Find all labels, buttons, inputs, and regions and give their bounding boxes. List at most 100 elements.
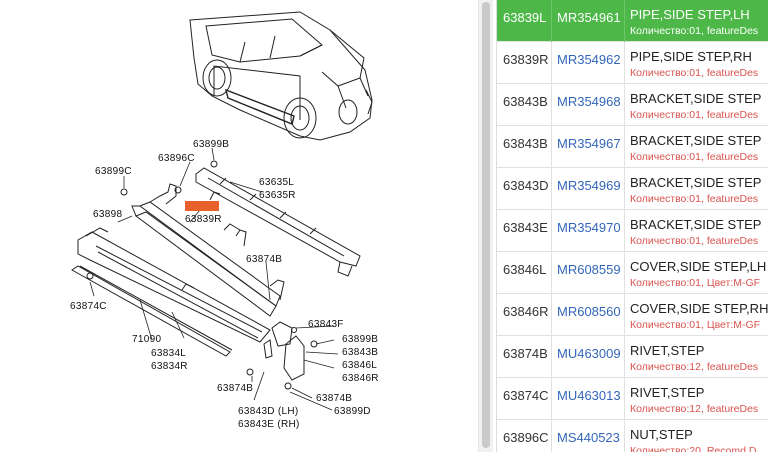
callout-label[interactable]: 63635L bbox=[259, 177, 295, 188]
part-code: 63846R bbox=[497, 294, 552, 336]
part-code: 63843E bbox=[497, 210, 552, 252]
part-meta: Количество:01, Цвет:M-GF bbox=[630, 319, 761, 331]
part-number-link[interactable]: MU463013 bbox=[552, 378, 625, 420]
callout-label[interactable]: 63899C bbox=[95, 166, 132, 177]
part-description-cell: COVER,SIDE STEP,LH Количество:01, Цвет:M-… bbox=[625, 252, 768, 294]
step-plate-63834 bbox=[77, 227, 271, 343]
callout-label[interactable]: 63839R bbox=[185, 214, 222, 225]
part-code: 63843B bbox=[497, 126, 552, 168]
callout-label[interactable]: 63896C bbox=[158, 153, 195, 164]
part-number-link[interactable]: MU463009 bbox=[552, 336, 625, 378]
part-description-cell: BRACKET,SIDE STEP Количество:01, featureD… bbox=[625, 126, 768, 168]
part-description: BRACKET,SIDE STEP bbox=[630, 133, 762, 148]
callout-label[interactable]: 63843F bbox=[308, 319, 344, 330]
callout-label[interactable]: 63843B bbox=[342, 347, 379, 358]
part-number-link[interactable]: MR354967 bbox=[552, 126, 625, 168]
part-meta: Количество:01, featureDes bbox=[630, 151, 759, 163]
pipe-63839 bbox=[131, 183, 285, 317]
part-number-link[interactable]: MR354961 bbox=[552, 0, 625, 42]
part-code: 63874B bbox=[497, 336, 552, 378]
part-description-cell: PIPE,SIDE STEP,RH Количество:01, featureD… bbox=[625, 42, 768, 84]
callout-label[interactable]: 63635R bbox=[259, 190, 296, 201]
part-description: PIPE,SIDE STEP,LH bbox=[630, 7, 750, 22]
part-description-cell: BRACKET,SIDE STEP Количество:01, featureD… bbox=[625, 210, 768, 252]
trim-strip-71090 bbox=[71, 265, 233, 357]
part-description-cell: BRACKET,SIDE STEP Количество:01, featureD… bbox=[625, 168, 768, 210]
callout-label[interactable]: 63846R bbox=[342, 373, 379, 384]
part-meta: Количество:12, featureDes bbox=[630, 403, 759, 415]
part-meta: Количество:01, featureDes bbox=[630, 193, 759, 205]
part-number-link[interactable]: MR354970 bbox=[552, 210, 625, 252]
part-code: 63896C bbox=[497, 420, 552, 452]
callout-label[interactable]: 63874C bbox=[70, 301, 107, 312]
part-description: BRACKET,SIDE STEP bbox=[630, 175, 762, 190]
part-meta: Количество:12, featureDes bbox=[630, 361, 759, 373]
callout-label[interactable]: 63846L bbox=[342, 360, 378, 371]
leader-lines bbox=[89, 147, 339, 411]
callout-label[interactable]: 71090 bbox=[132, 334, 162, 345]
diagram-scrollbar[interactable] bbox=[478, 0, 493, 452]
scrollbar-thumb[interactable] bbox=[482, 2, 490, 448]
callout-label[interactable]: 63899B bbox=[342, 334, 379, 345]
part-number-link[interactable]: MR354962 bbox=[552, 42, 625, 84]
part-number-link[interactable]: MS440523 bbox=[552, 420, 625, 452]
part-description: RIVET,STEP bbox=[630, 343, 705, 358]
vehicle-illustration bbox=[189, 11, 373, 141]
callout-label[interactable]: 63899B bbox=[193, 139, 230, 150]
callout-label[interactable]: 63843E (RH) bbox=[238, 419, 300, 430]
part-description-cell: COVER,SIDE STEP,RH Количество:01, Цвет:M-… bbox=[625, 294, 768, 336]
covers-63846 bbox=[263, 321, 305, 381]
callout-label[interactable]: 63874B bbox=[217, 383, 254, 394]
part-code: 63874C bbox=[497, 378, 552, 420]
part-description: COVER,SIDE STEP,LH bbox=[630, 259, 767, 274]
exploded-view-drawing bbox=[71, 11, 373, 411]
part-code: 63839R bbox=[497, 42, 552, 84]
callout-label[interactable]: 63874B bbox=[316, 393, 353, 404]
part-meta: Количество:01, featureDes bbox=[630, 109, 759, 121]
part-description-cell: BRACKET,SIDE STEP Количество:01, featureD… bbox=[625, 84, 768, 126]
part-description-cell: RIVET,STEP Количество:12, featureDes bbox=[625, 378, 768, 420]
callout-label[interactable]: 63874B bbox=[246, 254, 283, 265]
part-description: NUT,STEP bbox=[630, 427, 693, 442]
callout-label[interactable]: 63898 bbox=[93, 209, 123, 220]
part-number-link[interactable]: MR354969 bbox=[552, 168, 625, 210]
part-description-cell: RIVET,STEP Количество:12, featureDes bbox=[625, 336, 768, 378]
part-description: COVER,SIDE STEP,RH bbox=[630, 301, 768, 316]
part-description-cell: PIPE,SIDE STEP,LH Количество:01, featureD… bbox=[625, 0, 768, 42]
part-code: 63843D bbox=[497, 168, 552, 210]
rail-63635 bbox=[195, 167, 361, 277]
part-code: 63839L bbox=[497, 0, 552, 42]
part-number-link[interactable]: MR608560 bbox=[552, 294, 625, 336]
part-meta: Количество:01, featureDes bbox=[630, 25, 759, 37]
part-meta: Количество:01, featureDes bbox=[630, 235, 759, 247]
part-description: BRACKET,SIDE STEP bbox=[630, 91, 762, 106]
callout-label[interactable]: 63899D bbox=[334, 406, 371, 417]
callout-label[interactable]: 63843D (LH) bbox=[238, 406, 299, 417]
part-number-link[interactable]: MR354968 bbox=[552, 84, 625, 126]
part-code: 63846L bbox=[497, 252, 552, 294]
part-code: 63843B bbox=[497, 84, 552, 126]
part-description: RIVET,STEP bbox=[630, 385, 705, 400]
fasteners bbox=[86, 160, 318, 390]
part-description: PIPE,SIDE STEP,RH bbox=[630, 49, 752, 64]
part-meta: Количество:01, Цвет:M-GF bbox=[630, 277, 761, 289]
callout-label-highlighted[interactable]: 63839L bbox=[185, 201, 219, 211]
callout-label[interactable]: 63834L bbox=[151, 348, 187, 359]
callout-label[interactable]: 63834R bbox=[151, 361, 188, 372]
part-meta: Количество:01, featureDes bbox=[630, 67, 759, 79]
part-number-link[interactable]: MR608559 bbox=[552, 252, 625, 294]
part-description: BRACKET,SIDE STEP bbox=[630, 217, 762, 232]
